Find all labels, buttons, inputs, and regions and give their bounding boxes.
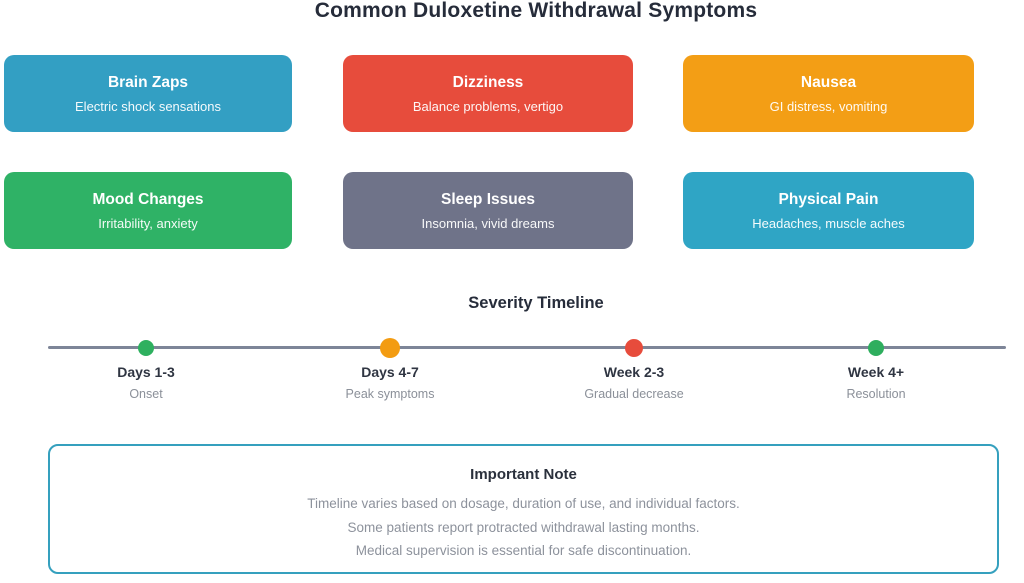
milestone-sublabel: Resolution [846, 387, 906, 401]
note-line: Timeline varies based on dosage, duratio… [307, 496, 740, 511]
symptom-card-title: Brain Zaps [107, 73, 189, 91]
milestone-label: Days 1-3 [117, 364, 175, 380]
symptom-card-physical-pain: Physical Pain Headaches, muscle aches [683, 172, 974, 249]
timeline-dot-onset [138, 340, 154, 356]
timeline-milestone-resolution: Week 4+ Resolution [791, 364, 961, 401]
symptom-card-brain-zaps: Brain Zaps Electric shock sensations [4, 55, 292, 132]
timeline-dot-peak [380, 338, 400, 358]
milestone-sublabel: Onset [129, 387, 163, 401]
note-line: Medical supervision is essential for saf… [355, 543, 692, 558]
milestone-label: Week 2-3 [603, 364, 665, 380]
symptom-card-nausea: Nausea GI distress, vomiting [683, 55, 974, 132]
symptom-card-title: Nausea [800, 73, 857, 91]
symptom-card-subtitle: Electric shock sensations [75, 98, 221, 114]
symptom-card-subtitle: Balance problems, vertigo [412, 98, 564, 114]
symptom-card-subtitle: Irritability, anxiety [98, 215, 198, 231]
symptom-card-mood-changes: Mood Changes Irritability, anxiety [4, 172, 292, 249]
symptom-card-title: Dizziness [452, 73, 524, 91]
timeline-dot-resolution [868, 340, 884, 356]
timeline-dot-decrease [625, 339, 643, 357]
important-note-box: Important Note Timeline varies based on … [48, 444, 999, 574]
symptom-card-subtitle: Headaches, muscle aches [752, 215, 905, 231]
milestone-sublabel: Peak symptoms [345, 387, 435, 401]
note-line: Some patients report protracted withdraw… [347, 519, 700, 535]
timeline-milestone-onset: Days 1-3 Onset [61, 364, 231, 401]
milestone-label: Week 4+ [847, 364, 905, 380]
timeline-milestone-decrease: Week 2-3 Gradual decrease [549, 364, 719, 401]
timeline-milestone-peak: Days 4-7 Peak symptoms [305, 364, 475, 401]
symptom-card-title: Mood Changes [92, 190, 204, 208]
symptom-card-subtitle: Insomnia, vivid dreams [421, 215, 555, 231]
symptom-card-title: Physical Pain [778, 190, 879, 208]
timeline-line [48, 346, 1006, 349]
timeline-heading: Severity Timeline [468, 294, 604, 312]
symptom-card-dizziness: Dizziness Balance problems, vertigo [343, 55, 633, 132]
symptom-card-title: Sleep Issues [441, 190, 535, 208]
symptom-card-subtitle: GI distress, vomiting [769, 98, 888, 114]
milestone-sublabel: Gradual decrease [584, 387, 684, 401]
symptom-card-sleep-issues: Sleep Issues Insomnia, vivid dreams [343, 172, 633, 249]
milestone-label: Days 4-7 [361, 364, 419, 380]
note-heading: Important Note [470, 466, 577, 483]
page-title: Common Duloxetine Withdrawal Symptoms [314, 0, 758, 22]
